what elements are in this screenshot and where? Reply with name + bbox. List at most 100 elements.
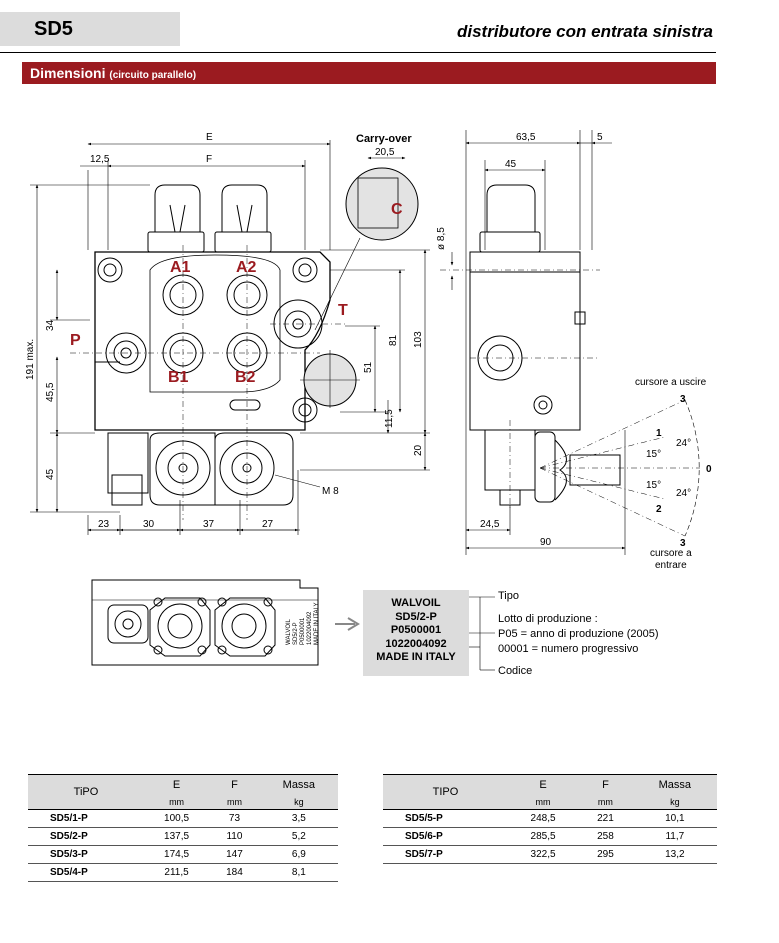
col-tipo: TiPO: [28, 774, 144, 810]
dim-103: 103: [413, 331, 424, 348]
cell-tipo: SD5/7-P: [383, 845, 508, 864]
header-code-box: [0, 12, 180, 46]
legend-lotto: Lotto di produzione :: [498, 613, 598, 625]
cell-massa: 13,2: [632, 845, 717, 864]
cell-e: 211,5: [143, 863, 210, 882]
front-view: [30, 140, 430, 535]
lever-pos-3-top: 3: [680, 394, 686, 405]
cell-massa: 8,1: [259, 863, 338, 882]
dim-30: 30: [143, 519, 155, 530]
spec-table-2: TIPO E F Massa mm mm kg SD5/5-P 248,5 22…: [383, 774, 717, 864]
dim-27: 27: [262, 519, 274, 530]
dim-20: 20: [413, 444, 424, 456]
dim-23: 23: [98, 519, 110, 530]
col-e: E: [143, 774, 210, 795]
cell-e: 174,5: [143, 845, 210, 864]
engrave-line-2: SD5/2-P: [293, 622, 299, 645]
col-massa: Massa: [259, 774, 338, 795]
cell-f: 73: [209, 809, 260, 828]
dim-24-5: 24,5: [480, 519, 500, 530]
unit-f: mm: [578, 795, 633, 810]
unit-e: mm: [143, 795, 210, 810]
unit-e: mm: [507, 795, 579, 810]
cell-massa: 6,9: [259, 845, 338, 864]
dim-81: 81: [388, 334, 399, 346]
header-rule: [0, 52, 716, 53]
dim-191: 191 max.: [25, 339, 36, 380]
nameplate: WALVOIL SD5/2-P P0500001 1022004092 MADE…: [363, 590, 469, 676]
angle-24-top: 24°: [676, 438, 691, 449]
engrave-line-5: MADE IN ITALY: [314, 603, 320, 645]
col-e: E: [507, 774, 579, 795]
cell-tipo: SD5/5-P: [383, 809, 508, 828]
dim-f: F: [206, 154, 212, 165]
section-subtitle: (circuito parallelo): [109, 70, 197, 81]
cell-massa: 11,7: [632, 827, 717, 846]
table-row: SD5/1-P 100,5 73 3,5: [28, 809, 338, 828]
engrave-line-3: P0500001: [300, 617, 306, 645]
header-code: SD5: [34, 18, 73, 40]
port-a2: A2: [236, 259, 257, 276]
engrave-line-1: WALVOIL: [286, 618, 292, 645]
dim-12-5: 12,5: [90, 154, 110, 165]
cell-e: 322,5: [507, 845, 579, 864]
section-title-text: Dimensioni: [30, 65, 106, 81]
lever-in-label-1: cursore a: [650, 548, 692, 559]
cell-f: 184: [209, 863, 260, 882]
port-t: T: [338, 302, 348, 319]
bottom-view: [91, 579, 495, 671]
col-f: F: [209, 774, 260, 795]
engrave-line-4: 1022004092: [307, 611, 313, 645]
dim-45-5: 45,5: [45, 382, 56, 402]
dim-5: 5: [597, 132, 603, 143]
section-title: Dimensioni (circuito parallelo): [30, 65, 196, 81]
cell-tipo: SD5/6-P: [383, 827, 508, 846]
plate-line-1: WALVOIL: [391, 597, 441, 609]
port-a1: A1: [170, 259, 191, 276]
lever-pos-0: 0: [706, 464, 712, 475]
col-massa: Massa: [632, 774, 717, 795]
cell-tipo: SD5/4-P: [28, 863, 144, 882]
port-c: C: [391, 201, 403, 218]
table-row: SD5/7-P 322,5 295 13,2: [383, 845, 717, 864]
dim-37: 37: [203, 519, 215, 530]
lever-pos-2: 2: [656, 504, 662, 515]
unit-massa: kg: [632, 795, 717, 810]
dim-carry-over: Carry-over: [356, 133, 412, 145]
cell-f: 110: [209, 827, 260, 846]
table-row: SD5/6-P 285,5 258 11,7: [383, 827, 717, 846]
unit-massa: kg: [259, 795, 338, 810]
thread-m8: M 8: [322, 486, 339, 497]
cell-f: 295: [578, 845, 633, 864]
dim-63-5: 63,5: [516, 132, 536, 143]
section-band: [22, 62, 716, 84]
cell-f: 258: [578, 827, 633, 846]
plate-line-4: 1022004092: [385, 637, 447, 650]
cell-f: 221: [578, 809, 633, 828]
dim-20-5: 20,5: [375, 147, 395, 158]
legend-tipo: Tipo: [498, 590, 519, 602]
cell-f: 147: [209, 845, 260, 864]
port-b1: B1: [168, 369, 189, 386]
lever-pos-3-bottom: 3: [680, 538, 686, 549]
legend-p05: P05 = anno di produzione (2005): [498, 628, 659, 640]
legend-codice: Codice: [498, 665, 533, 677]
unit-f: mm: [209, 795, 260, 810]
dim-e: E: [206, 132, 213, 143]
col-f: F: [578, 774, 633, 795]
side-view: [440, 130, 700, 555]
lever-in-label-2: entrare: [655, 560, 687, 571]
cell-e: 285,5: [507, 827, 579, 846]
angle-15-bottom: 15°: [646, 480, 661, 491]
port-b2: B2: [235, 369, 256, 386]
spec-table-1: TiPO E F Massa mm mm kg SD5/1-P 100,5 73…: [28, 774, 338, 882]
cell-e: 248,5: [507, 809, 579, 828]
cell-e: 137,5: [143, 827, 210, 846]
dim-11-5: 11,5: [384, 409, 395, 428]
cell-tipo: SD5/1-P: [28, 809, 144, 828]
dim-phi-8-5: ø 8,5: [436, 227, 447, 250]
plate-line-5: MADE IN ITALY: [376, 651, 456, 663]
table-row: SD5/2-P 137,5 110 5,2: [28, 827, 338, 846]
plate-line-2: SD5/2-P: [395, 610, 437, 623]
